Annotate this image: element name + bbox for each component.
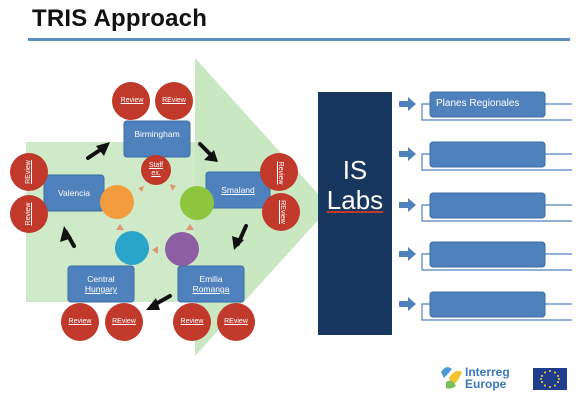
staff-ex-line1: Staff	[148, 162, 164, 169]
logo-text-line2: Europe	[465, 377, 507, 391]
staff-ex-line2: ex.	[151, 170, 161, 177]
review-circle-smaland-1	[260, 153, 298, 191]
central-hungary-line1: Central	[87, 274, 115, 284]
smaland-label: Smaland	[221, 185, 255, 195]
review-label: Review	[180, 318, 204, 325]
is-labs-line2: Labs	[326, 185, 384, 215]
review-circle-emilia-1	[173, 303, 211, 341]
central-hungary-box	[67, 265, 135, 303]
logo-text-line1: Interreg	[465, 365, 510, 379]
emilia-romagna-box	[177, 265, 245, 303]
output-arrow-5	[399, 297, 416, 311]
review-label: REview	[279, 200, 286, 224]
review-label: REview	[224, 318, 248, 325]
birmingham-label: Birmingham	[134, 129, 180, 139]
output-label-1: Planes Regionales	[436, 98, 520, 109]
green-circle	[180, 186, 214, 220]
emilia-romagna-line2: Romanga	[192, 284, 230, 294]
review-circle-smaland-2	[262, 193, 300, 231]
birmingham-box	[123, 120, 191, 158]
is-labs-label: IS Labs	[318, 155, 392, 215]
is-labs-box	[318, 92, 392, 335]
review-label: REview	[112, 318, 136, 325]
review-label: Review	[277, 161, 284, 185]
review-label: REview	[162, 97, 186, 104]
purple-circle	[165, 232, 199, 266]
staff-ex-circle	[141, 155, 171, 185]
review-circle-emilia-2	[217, 303, 255, 341]
review-circle-hungary-2	[105, 303, 143, 341]
review-circle-valencia-1	[10, 153, 48, 191]
output-box-5	[429, 291, 546, 318]
emilia-romagna-line1: Emilia	[199, 274, 223, 284]
review-circle-birmingham-2	[155, 82, 193, 120]
output-box-1	[429, 91, 546, 118]
review-circle-hungary-1	[61, 303, 99, 341]
output-arrow-3	[399, 198, 416, 212]
review-label: Review	[25, 202, 32, 226]
orange-circle	[100, 185, 134, 219]
review-label: Review	[68, 318, 92, 325]
review-circle-valencia-2	[10, 195, 48, 233]
output-arrow-1	[399, 97, 416, 111]
interreg-logo-mark	[441, 367, 462, 389]
review-circle-birmingham-1	[112, 82, 150, 120]
output-box-4	[429, 241, 546, 268]
teal-circle	[115, 231, 149, 265]
slide-title: TRIS Approach	[32, 5, 208, 32]
is-labs-line1: IS	[342, 155, 368, 185]
output-box-3	[429, 192, 546, 219]
emilia-romagna-label: Emilia Romanga	[178, 274, 244, 294]
central-hungary-label: Central Hungary	[68, 274, 134, 294]
title-underline	[28, 38, 570, 41]
output-box-2	[429, 141, 546, 168]
review-label: REview	[25, 160, 32, 184]
output-arrows	[399, 97, 416, 311]
output-arrow-4	[399, 247, 416, 261]
central-hungary-line2: Hungary	[84, 284, 118, 294]
output-arrow-2	[399, 147, 416, 161]
eu-flag	[533, 368, 567, 390]
staff-ex-label: Staff ex.	[142, 162, 170, 178]
valencia-label: Valencia	[58, 188, 90, 198]
review-label: Review	[120, 97, 144, 104]
output-brackets	[421, 103, 572, 321]
